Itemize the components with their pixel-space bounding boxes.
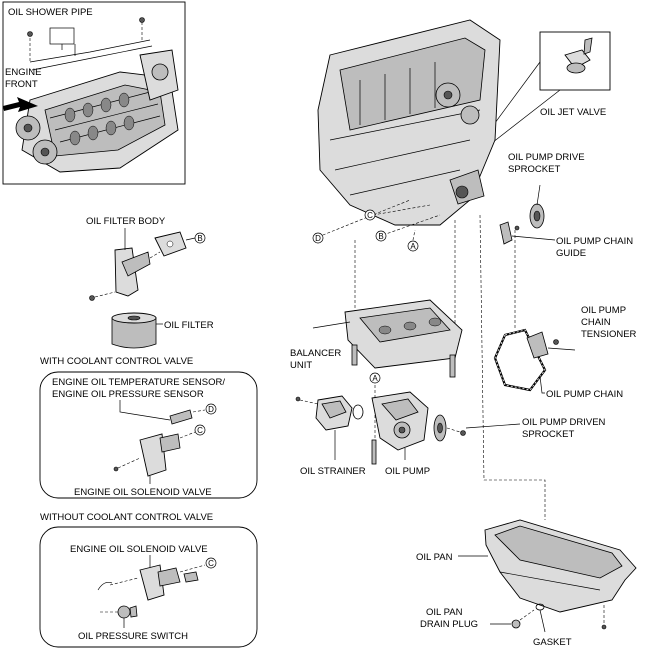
label-oil-pump-drive-sprocket-1: OIL PUMP DRIVE <box>508 152 585 163</box>
marker-c-panel: C <box>197 426 203 435</box>
label-oil-pump-chain: OIL PUMP CHAIN <box>546 389 623 400</box>
marker-c-block: C <box>367 211 373 220</box>
oil-filter-drawing <box>111 312 163 349</box>
label-balancer-unit-1: BALANCER <box>290 348 341 359</box>
oil-pan-drain-plug-drawing <box>490 609 535 629</box>
label-engine-oil-solenoid-valve-a: ENGINE OIL SOLENOID VALVE <box>74 487 212 498</box>
label-oil-pump: OIL PUMP <box>385 466 430 477</box>
label-engine-front-1: ENGINE <box>5 67 41 78</box>
marker-b-block: B <box>378 232 383 241</box>
label-balancer-unit-2: UNIT <box>290 360 312 371</box>
oil-pump-drive-sprocket-drawing <box>529 184 545 229</box>
without-coolant-control-valve-panel: ENGINE OIL SOLENOID VALVE C OIL PRESSURE… <box>39 526 258 648</box>
oil-pump-chain-tensioner-drawing <box>526 331 576 359</box>
oil-jet-valve-frame <box>539 31 611 91</box>
label-engine-oil-solenoid-valve-b: ENGINE OIL SOLENOID VALVE <box>70 544 208 555</box>
label-oil-pan: OIL PAN <box>416 552 453 563</box>
engine-front-arrow-icon <box>3 97 38 112</box>
oil-pump-driven-sprocket-drawing <box>433 414 521 442</box>
label-oil-shower-pipe: OIL SHOWER PIPE <box>8 7 93 18</box>
label-oil-pressure-switch: OIL PRESSURE SWITCH <box>78 631 188 642</box>
label-oil-pump-driven-sprocket-2: SPROCKET <box>522 429 574 440</box>
marker-c-panel-b: C <box>208 559 214 568</box>
label-oil-filter: OIL FILTER <box>164 320 214 331</box>
label-oil-filter-body: OIL FILTER BODY <box>86 216 166 227</box>
block-markers: D C B A <box>312 209 419 252</box>
label-oil-strainer: OIL STRAINER <box>300 466 366 477</box>
oil-pump-chain-drawing <box>493 328 547 394</box>
inset-frame <box>2 1 186 185</box>
oil-pump-chain-guide-drawing <box>499 221 556 245</box>
label-without-coolant-control-valve: WITHOUT COOLANT CONTROL VALVE <box>40 512 213 523</box>
label-oil-pump-drive-sprocket-2: SPROCKET <box>508 164 560 175</box>
oil-pump-drawing: A <box>369 372 429 465</box>
label-with-coolant-control-valve: WITH COOLANT CONTROL VALVE <box>40 356 193 367</box>
oil-pan-drawing <box>458 519 637 630</box>
balancer-unit-drawing <box>312 299 463 378</box>
label-oil-jet-valve: OIL JET VALVE <box>540 107 606 118</box>
label-oil-pump-driven-sprocket-1: OIL PUMP DRIVEN <box>522 417 606 428</box>
label-eot-sensor-1: ENGINE OIL TEMPERATURE SENSOR/ <box>52 377 225 388</box>
oil-strainer-drawing <box>295 395 364 460</box>
with-coolant-control-valve-panel: ENGINE OIL TEMPERATURE SENSOR/ ENGINE OI… <box>39 371 258 499</box>
label-oil-pump-chain-guide-1: OIL PUMP CHAIN <box>556 236 633 247</box>
label-gasket: GASKET <box>533 637 572 648</box>
oil-filter-body-drawing: B <box>89 228 206 301</box>
label-tensioner-3: TENSIONER <box>581 329 637 340</box>
label-oil-pan-drain-plug-1: OIL PAN <box>426 607 463 618</box>
marker-d-block: D <box>315 234 321 243</box>
label-eot-sensor-2: ENGINE OIL PRESSURE SENSOR <box>52 389 204 400</box>
label-tensioner-2: CHAIN <box>581 317 611 328</box>
inset-oil-shower-pipe: OIL SHOWER PIPE ENGINE FRONT <box>2 1 186 185</box>
engine-block-drawing <box>317 19 501 226</box>
label-tensioner-1: OIL PUMP <box>581 305 626 316</box>
marker-a-block: A <box>410 242 416 251</box>
label-oil-pan-drain-plug-2: DRAIN PLUG <box>420 619 478 630</box>
alignment-lines <box>317 199 546 520</box>
label-engine-front-2: FRONT <box>5 79 38 90</box>
label-oil-pump-chain-guide-2: GUIDE <box>556 248 586 259</box>
marker-b-filter: B <box>197 234 202 243</box>
marker-a-pump: A <box>372 374 378 383</box>
marker-d-panel: D <box>208 405 214 414</box>
gasket-drawing <box>535 603 546 633</box>
